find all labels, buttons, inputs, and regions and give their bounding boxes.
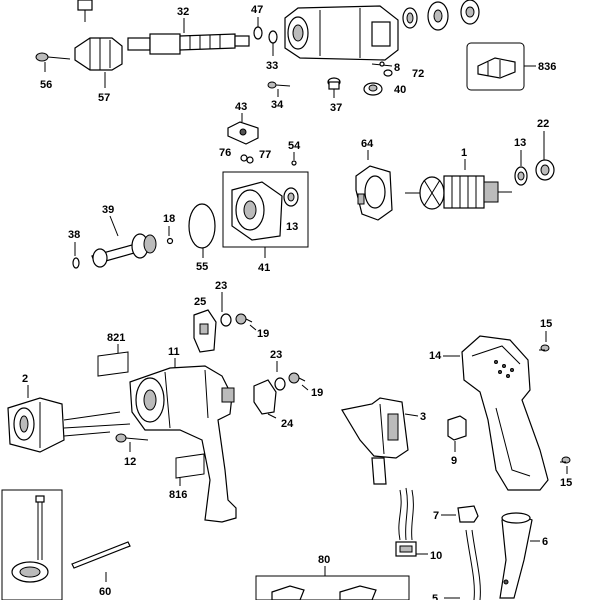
part-80-box bbox=[255, 575, 410, 600]
label-24: 24 bbox=[281, 418, 294, 430]
chuck-key-part bbox=[77, 0, 93, 22]
part-54 bbox=[291, 160, 297, 166]
part-37-knob bbox=[327, 77, 341, 90]
label-12: 12 bbox=[124, 456, 136, 468]
label-6: 6 bbox=[542, 536, 548, 548]
part-18 bbox=[166, 237, 174, 245]
label-836: 836 bbox=[538, 61, 556, 73]
label-80: 80 bbox=[318, 554, 330, 566]
part-25 bbox=[193, 309, 217, 353]
part-56-screw bbox=[35, 52, 71, 62]
label-13b: 13 bbox=[286, 221, 298, 233]
label-10: 10 bbox=[430, 550, 442, 562]
part-43-plate bbox=[227, 121, 259, 145]
label-5: 5 bbox=[432, 593, 438, 600]
label-72: 72 bbox=[412, 68, 424, 80]
part-5-cord bbox=[465, 529, 481, 600]
part-40-button bbox=[363, 82, 383, 96]
part-38 bbox=[72, 257, 80, 269]
part-76 bbox=[240, 154, 248, 162]
label-56: 56 bbox=[40, 79, 52, 91]
part-34-screw bbox=[267, 81, 291, 89]
label-25: 25 bbox=[194, 296, 206, 308]
label-14: 14 bbox=[429, 350, 442, 362]
label-22: 22 bbox=[537, 118, 549, 130]
label-23a: 23 bbox=[215, 280, 227, 292]
part-23-lower bbox=[253, 377, 286, 415]
part-41-box bbox=[222, 171, 309, 248]
part-47-ring bbox=[253, 26, 263, 40]
label-13a: 13 bbox=[514, 137, 526, 149]
label-41: 41 bbox=[258, 262, 270, 274]
label-60: 60 bbox=[99, 586, 111, 598]
part-23-upper bbox=[220, 313, 232, 327]
label-54: 54 bbox=[288, 140, 301, 152]
label-11: 11 bbox=[168, 346, 180, 358]
label-15b: 15 bbox=[560, 477, 572, 489]
part-12-screw bbox=[115, 433, 149, 443]
part-39-shaft bbox=[91, 233, 157, 268]
part-77 bbox=[246, 156, 254, 164]
part-15-screw-lower bbox=[560, 456, 571, 464]
part-3-switch bbox=[341, 397, 409, 485]
part-11-housing bbox=[129, 365, 237, 523]
part-821-label bbox=[97, 351, 129, 377]
top-gears-part bbox=[402, 0, 480, 31]
part-836-box bbox=[466, 42, 525, 91]
part-72 bbox=[383, 69, 393, 77]
part-55-ring bbox=[188, 203, 216, 249]
label-64: 64 bbox=[361, 138, 374, 150]
label-816: 816 bbox=[169, 489, 187, 501]
label-43: 43 bbox=[235, 101, 247, 113]
label-1: 1 bbox=[461, 147, 467, 159]
label-7: 7 bbox=[433, 510, 439, 522]
label-57: 57 bbox=[98, 92, 110, 104]
label-47: 47 bbox=[251, 4, 263, 16]
part-14-handle bbox=[461, 335, 549, 491]
label-40: 40 bbox=[394, 84, 406, 96]
part-19-upper bbox=[235, 313, 253, 325]
part-15-screw-upper bbox=[539, 344, 550, 352]
part-64-holder bbox=[355, 165, 393, 221]
label-55: 55 bbox=[196, 261, 208, 273]
label-23b: 23 bbox=[270, 349, 282, 361]
part-60-rod bbox=[71, 541, 131, 569]
part-1-armature bbox=[405, 175, 512, 210]
bottom-left-box-part bbox=[1, 489, 63, 600]
part-9-block bbox=[447, 415, 467, 441]
part-10-wires bbox=[395, 487, 417, 557]
label-19a: 19 bbox=[257, 328, 269, 340]
part-6-cord-guard bbox=[499, 512, 533, 599]
label-34: 34 bbox=[271, 99, 284, 111]
part-816-label bbox=[175, 453, 205, 479]
label-37: 37 bbox=[330, 102, 342, 114]
label-77: 77 bbox=[259, 149, 271, 161]
label-33: 33 bbox=[266, 60, 278, 72]
label-76: 76 bbox=[219, 147, 231, 159]
label-39: 39 bbox=[102, 204, 114, 216]
label-19b: 19 bbox=[311, 387, 323, 399]
label-38: 38 bbox=[68, 229, 80, 241]
part-2-field bbox=[7, 397, 131, 453]
label-8: 8 bbox=[394, 62, 400, 74]
part-32-spindle bbox=[127, 33, 250, 55]
part-57-chuck bbox=[74, 37, 123, 71]
gear-housing-part bbox=[284, 5, 399, 61]
part-19-lower bbox=[288, 372, 306, 384]
label-2: 2 bbox=[22, 373, 28, 385]
label-9: 9 bbox=[451, 455, 457, 467]
label-3: 3 bbox=[420, 411, 426, 423]
part-7 bbox=[457, 505, 479, 523]
label-32: 32 bbox=[177, 6, 189, 18]
label-15a: 15 bbox=[540, 318, 552, 330]
label-821: 821 bbox=[107, 332, 125, 344]
label-18: 18 bbox=[163, 213, 175, 225]
part-33-ring bbox=[268, 30, 278, 44]
